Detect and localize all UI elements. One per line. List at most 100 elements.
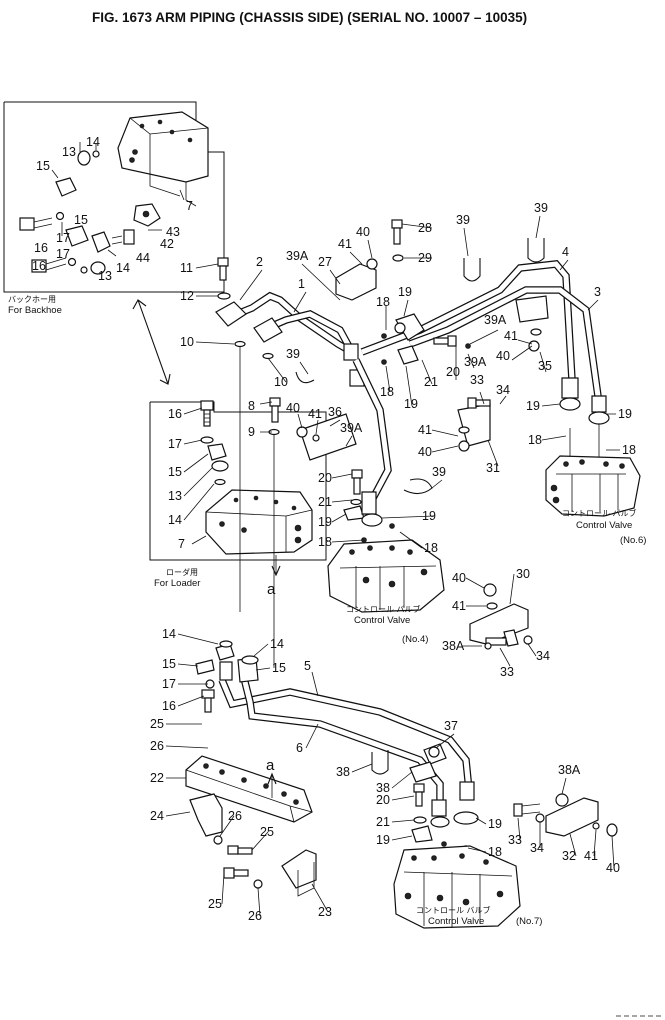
callout-34b: 34 <box>536 649 550 663</box>
control-valve-6: コントロール バルブ Control Valve (No.6) <box>545 455 646 546</box>
callout-16b: 16 <box>32 259 46 273</box>
callout-18b: 18 <box>380 385 394 399</box>
callout-15c: 15 <box>168 465 182 479</box>
callout-27: 27 <box>318 255 332 269</box>
callout-37: 37 <box>444 719 458 733</box>
valve7-jp: コントロール バルブ <box>416 905 491 915</box>
callout-14b: 14 <box>116 261 130 275</box>
callout-41e: 41 <box>452 599 466 613</box>
callout-18a: 18 <box>376 295 390 309</box>
callout-38A-b: 38A <box>558 763 581 777</box>
section-marker-a-top: a <box>267 581 276 598</box>
callout-10a: 10 <box>180 335 194 349</box>
callout-3: 3 <box>594 285 601 299</box>
callout-6: 6 <box>296 741 303 755</box>
callout-39a: 39 <box>456 213 470 227</box>
backhoe-en-label: For Backhoe <box>8 305 62 316</box>
callout-19b: 19 <box>404 397 418 411</box>
callout-21c: 21 <box>376 815 390 829</box>
callout-40d: 40 <box>418 445 432 459</box>
callout-40b: 40 <box>496 349 510 363</box>
callout-30: 30 <box>516 567 530 581</box>
callout-19c: 19 <box>318 515 332 529</box>
callout-40a: 40 <box>356 225 370 239</box>
callout-10b: 10 <box>274 375 288 389</box>
backhoe-inset: バックホー用 For Backhoe <box>3 101 225 316</box>
valve6-jp: コントロール バルブ <box>562 508 637 518</box>
valve4-en: Control Valve <box>354 615 410 626</box>
callout-25b: 25 <box>260 825 274 839</box>
part-callouts: 13 14 15 7 43 15 17 16 17 13 14 44 42 16… <box>32 135 636 923</box>
inset-link-arrow <box>132 299 171 385</box>
callout-25a: 25 <box>150 717 164 731</box>
callout-39b: 39 <box>534 201 548 215</box>
callout-42: 42 <box>160 237 174 251</box>
callout-15d: 15 <box>162 657 176 671</box>
bracket-30 <box>469 583 533 650</box>
callout-14a: 14 <box>86 135 100 149</box>
valve6-en: Control Valve <box>576 520 632 531</box>
callout-7a: 7 <box>186 199 193 213</box>
callout-17c: 17 <box>168 437 182 451</box>
control-valve-4: コントロール バルブ Control Valve (No.4) <box>327 539 445 645</box>
callout-44: 44 <box>136 251 150 265</box>
callout-18d: 18 <box>622 443 636 457</box>
callout-16a: 16 <box>34 241 48 255</box>
callout-13a: 13 <box>62 145 76 159</box>
callout-14e: 14 <box>270 637 284 651</box>
callout-21b: 21 <box>318 495 332 509</box>
callout-18g: 18 <box>488 845 502 859</box>
callout-40f: 40 <box>606 861 620 875</box>
callout-34c: 34 <box>530 841 544 855</box>
callout-2: 2 <box>256 255 263 269</box>
valve7-no: (No.7) <box>516 916 542 927</box>
callout-12: 12 <box>180 289 194 303</box>
callout-40c: 40 <box>286 401 300 415</box>
callout-24: 24 <box>150 809 164 823</box>
callout-28: 28 <box>418 221 432 235</box>
callout-20a: 20 <box>446 365 460 379</box>
callout-19g: 19 <box>376 833 390 847</box>
callout-41f: 41 <box>584 849 598 863</box>
callout-33b: 33 <box>500 665 514 679</box>
valve4-jp: コントロール バルブ <box>346 604 421 614</box>
callout-17b: 17 <box>56 247 70 261</box>
callout-35: 35 <box>538 359 552 373</box>
callout-18c: 18 <box>528 433 542 447</box>
callout-41c: 41 <box>308 407 322 421</box>
callout-19f: 19 <box>618 407 632 421</box>
callout-39A-c: 39A <box>464 355 487 369</box>
callout-4: 4 <box>562 245 569 259</box>
callout-11: 11 <box>180 261 193 275</box>
callout-39A-b: 39A <box>484 313 507 327</box>
lower-pipes <box>195 640 618 851</box>
callout-7b: 7 <box>178 537 185 551</box>
figure-title: FIG. 1673 ARM PIPING (CHASSIS SIDE) (SER… <box>92 10 527 25</box>
callout-17a: 17 <box>56 231 70 245</box>
callout-22: 22 <box>150 771 164 785</box>
callout-18e: 18 <box>318 535 332 549</box>
callout-1: 1 <box>298 277 305 291</box>
callout-43: 43 <box>166 225 180 239</box>
callout-38b: 38 <box>376 781 390 795</box>
callout-20c: 20 <box>376 793 390 807</box>
upper-pipes <box>215 219 610 668</box>
callout-19h: 19 <box>488 817 502 831</box>
callout-15b: 15 <box>74 213 88 227</box>
callout-20b: 20 <box>318 471 332 485</box>
callout-38A-a: 38A <box>442 639 465 653</box>
callout-23: 23 <box>318 905 332 919</box>
callout-39A-a: 39A <box>286 249 309 263</box>
callout-41a: 41 <box>338 237 352 251</box>
callout-16d: 16 <box>162 699 176 713</box>
callout-40e: 40 <box>452 571 466 585</box>
callout-16c: 16 <box>168 407 182 421</box>
callout-41b: 41 <box>504 329 518 343</box>
callout-39c: 39 <box>286 347 300 361</box>
valve6-no: (No.6) <box>620 535 646 546</box>
callout-39d: 39 <box>432 465 446 479</box>
callout-26a: 26 <box>150 739 164 753</box>
control-valve-7: コントロール バルブ Control Valve (No.7) <box>393 845 542 929</box>
callout-14d: 14 <box>162 627 176 641</box>
